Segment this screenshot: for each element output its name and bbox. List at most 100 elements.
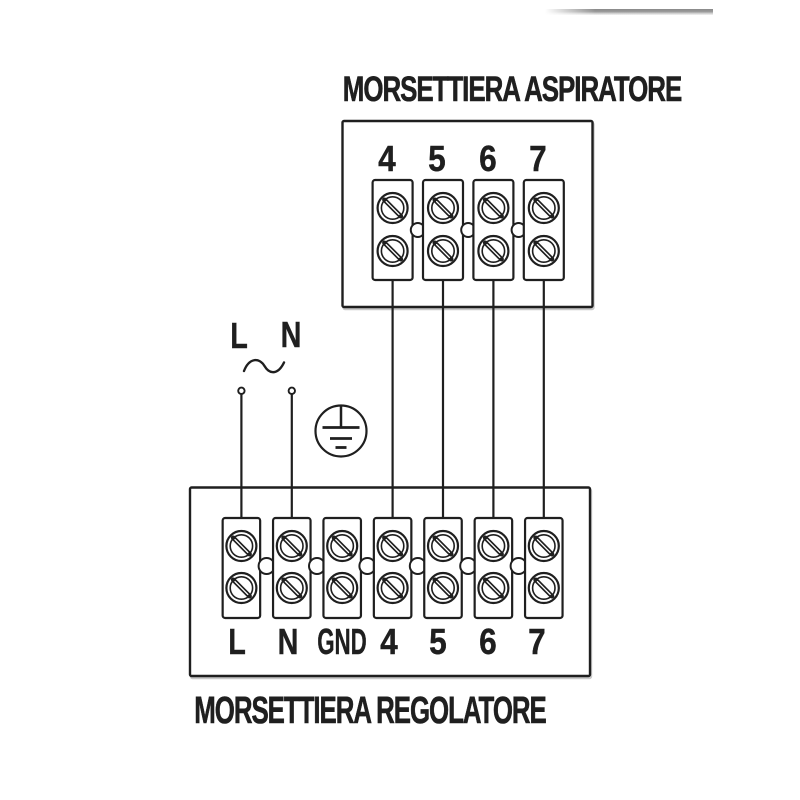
screw-head-inner [380, 575, 405, 600]
screw-head-inner [531, 533, 556, 558]
regolatore-title-text: MORSETTIERA REGOLATORE [194, 690, 547, 732]
screw-head-inner [531, 196, 556, 221]
regolatore-title: MORSETTIERA REGOLATORE [112, 690, 629, 732]
regolatore-terminal-label-text: 6 [479, 621, 497, 662]
screw-head-inner [531, 575, 556, 600]
screw-slot-highlight [536, 538, 551, 554]
screw-terminal [326, 529, 359, 563]
screw-slot-highlight [486, 243, 501, 259]
screw-terminal [376, 234, 409, 268]
aspiratore-terminal-label-text: 7 [528, 138, 547, 179]
aspiratore-title-text: MORSETTIERA ASPIRATORE [342, 70, 683, 109]
wire-end-dot [237, 386, 246, 395]
screw-head-inner [481, 239, 506, 264]
screw-terminal [426, 234, 460, 268]
screw-slot-highlight [284, 538, 299, 554]
screw-slot-highlight [536, 200, 551, 216]
screw-terminal [275, 529, 308, 563]
screw-slot-highlight [284, 580, 299, 596]
aspiratore-terminal-label-text: 4 [378, 138, 396, 179]
screw-head-inner [279, 575, 304, 600]
screw-slot-highlight [234, 580, 249, 596]
screw-slot-highlight [385, 200, 400, 216]
earth-ground-icon [314, 404, 368, 458]
supply-neutral-label-text: N [280, 314, 302, 355]
screw-slot-highlight [486, 580, 501, 596]
wire-end-dot [287, 386, 296, 395]
screw-slot-highlight [234, 538, 249, 554]
supply-neutral-label: N [278, 314, 304, 355]
screw-head-inner [229, 575, 254, 600]
screw-terminal [477, 571, 510, 605]
screw-head-inner [229, 533, 254, 558]
screw-head-inner [430, 239, 455, 264]
screw-terminal [426, 191, 460, 225]
screw-slot-highlight [385, 580, 400, 596]
regolatore-terminal-label-text: 7 [528, 621, 546, 662]
screw-slot-highlight [335, 538, 350, 554]
aspiratore-terminal-label-text: 5 [428, 138, 446, 179]
screw-terminal [527, 529, 560, 563]
regolatore-terminal-label: 6 [478, 621, 498, 662]
screw-slot-highlight [486, 538, 501, 554]
supply-line-label-text: L [229, 315, 248, 356]
aspiratore-title: MORSETTIERA ASPIRATORE [283, 70, 740, 109]
supply-line-label: L [228, 315, 250, 356]
screw-terminal [527, 234, 560, 268]
screw-slot-highlight [486, 200, 501, 216]
screw-head-inner [380, 196, 405, 221]
screw-slot-highlight [435, 580, 451, 596]
screw-terminal [477, 234, 510, 268]
regolatore-terminal-label: L [226, 621, 248, 662]
screw-terminal [225, 571, 258, 605]
screw-head-inner [380, 239, 405, 264]
screw-head-inner [279, 533, 304, 558]
regolatore-terminal-label-text: N [277, 621, 299, 662]
screw-slot-highlight [335, 580, 350, 596]
regolatore-terminal-label: 4 [379, 621, 399, 662]
aspiratore-terminal-label: 4 [377, 138, 397, 179]
screw-slot-highlight [536, 580, 551, 596]
screw-head-inner [430, 533, 455, 558]
regolatore-terminal-label: N [275, 621, 301, 662]
screw-head-inner [330, 575, 355, 600]
screw-terminal [326, 571, 359, 605]
screw-head-inner [330, 533, 355, 558]
screw-slot-highlight [536, 243, 551, 259]
screw-terminal [477, 191, 510, 225]
screw-terminal [376, 191, 409, 225]
aspiratore-terminal-label: 5 [427, 138, 447, 179]
regolatore-terminal-label-text: 4 [380, 621, 398, 662]
screw-terminal [426, 529, 460, 563]
regolatore-terminal-label-text: 5 [429, 621, 447, 662]
regolatore-terminal-label: 5 [428, 621, 448, 662]
screw-terminal [376, 529, 409, 563]
ac-wave-icon [242, 358, 286, 374]
regolatore-terminal-label-text: L [228, 621, 246, 662]
screw-head-inner [380, 533, 405, 558]
screw-slot-highlight [435, 538, 451, 554]
regolatore-terminal-label-text: GND [317, 621, 367, 662]
screw-slot-highlight [435, 243, 451, 259]
screw-terminal [376, 571, 409, 605]
screw-head-inner [481, 575, 506, 600]
screw-terminal [477, 529, 510, 563]
screw-terminal [225, 529, 258, 563]
screw-head-inner [481, 196, 506, 221]
screw-terminal [426, 571, 460, 605]
screw-terminal [275, 571, 308, 605]
screw-head-inner [531, 239, 556, 264]
screw-slot-highlight [385, 243, 400, 259]
regolatore-terminal-label: 7 [527, 621, 547, 662]
screw-head-inner [481, 533, 506, 558]
regolatore-terminal-label: GND [302, 621, 382, 662]
window-edge-artifact [545, 9, 713, 15]
screw-terminal [527, 191, 560, 225]
screw-head-inner [430, 575, 455, 600]
aspiratore-terminal-label: 7 [527, 138, 547, 179]
screw-slot-highlight [435, 200, 451, 216]
aspiratore-terminal-label: 6 [477, 140, 497, 177]
screw-head-inner [430, 196, 455, 221]
